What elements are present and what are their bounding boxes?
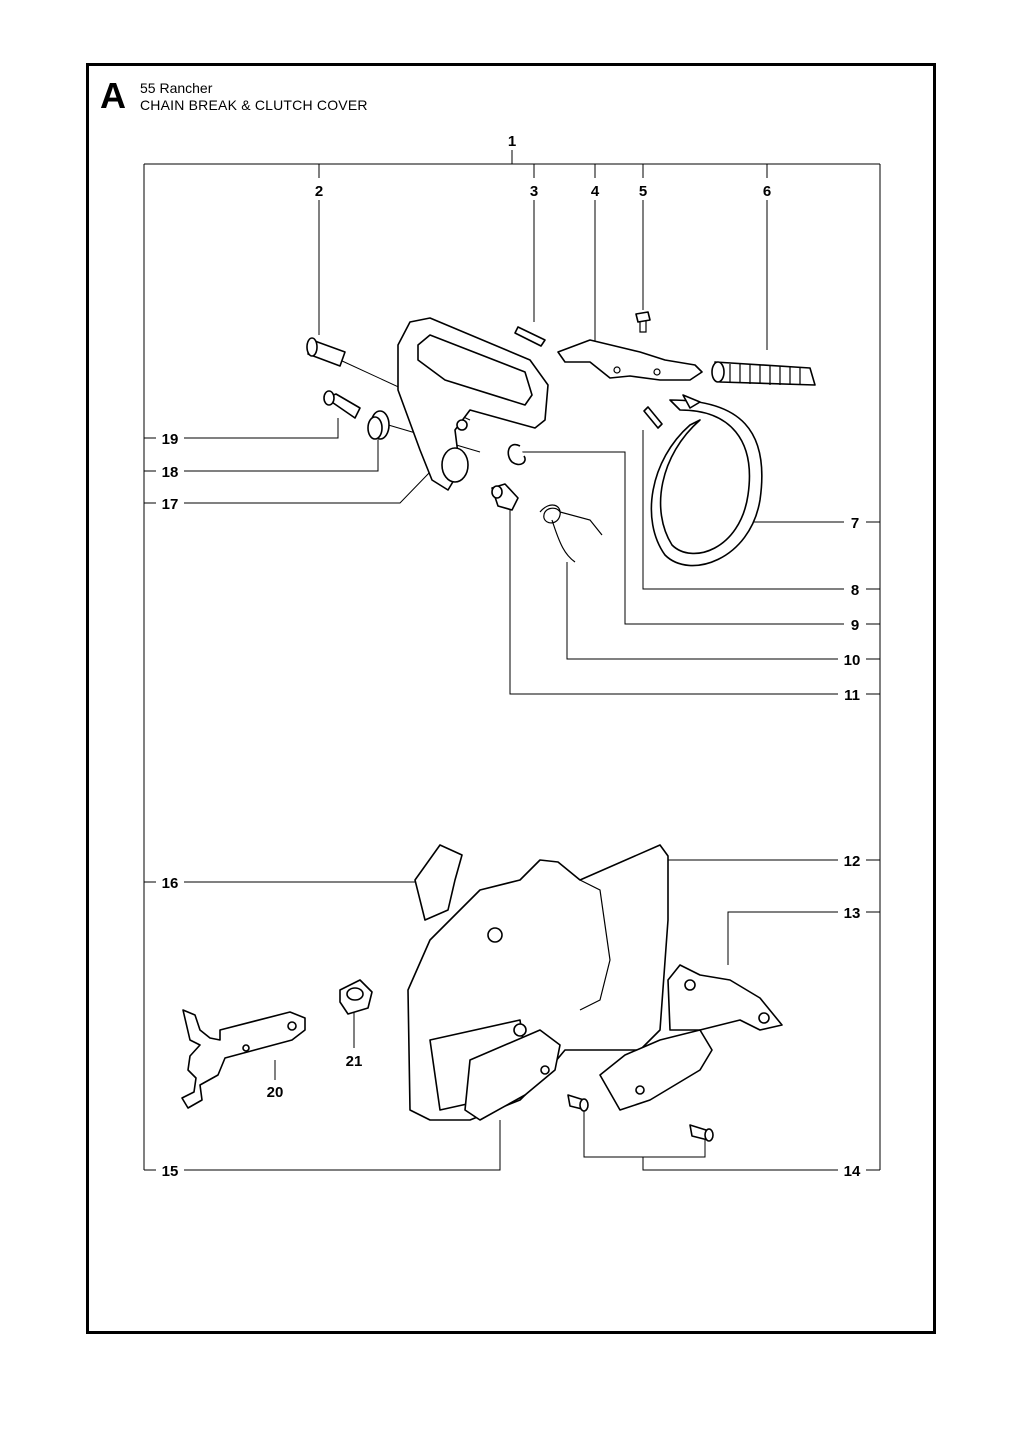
callout-9: 9 [851, 617, 859, 634]
callout-7: 7 [851, 515, 859, 532]
callout-4: 4 [591, 183, 600, 200]
callout-20: 20 [267, 1084, 284, 1101]
callout-3: 3 [530, 183, 538, 200]
guide-plate-icon [464, 1029, 561, 1121]
callout-13: 13 [844, 905, 861, 922]
diagram-frame [86, 63, 936, 1334]
callout-19: 19 [162, 431, 179, 448]
model-name: 55 Rancher [140, 80, 213, 96]
hand-guard-icon [397, 317, 549, 491]
cover-plate-icon [599, 1029, 713, 1111]
callout-16: 16 [162, 875, 179, 892]
callout-21: 21 [346, 1053, 363, 1070]
circlip-icon [507, 443, 526, 466]
callout-12: 12 [844, 853, 861, 870]
callout-17: 17 [162, 496, 179, 513]
chain-catcher-icon [667, 964, 783, 1031]
callout-labels: 1 2 3 4 5 6 7 8 9 10 11 12 13 14 15 16 1… [162, 133, 861, 1180]
callout-14: 14 [844, 1163, 861, 1180]
bushing-icon [491, 483, 519, 511]
brake-lever-icon [557, 339, 703, 381]
wrench-icon [181, 1009, 306, 1109]
pivot-sleeve-icon [306, 337, 346, 367]
callout-11: 11 [844, 687, 860, 704]
spring-cover-icon [711, 361, 816, 386]
assembly-bracket [143, 150, 881, 1170]
brake-band-icon [650, 394, 763, 567]
bolt-icon [323, 390, 361, 419]
chain-guide-icon [414, 844, 463, 921]
callout-8: 8 [851, 582, 859, 599]
cover-screw-right-icon [689, 1124, 714, 1142]
washer-icon [367, 410, 390, 440]
callout-1: 1 [508, 133, 516, 150]
callout-6: 6 [763, 183, 771, 200]
cover-screw-left-icon [567, 1094, 589, 1112]
callout-18: 18 [162, 464, 179, 481]
callout-15: 15 [162, 1163, 179, 1180]
screw-icon [635, 311, 651, 333]
callout-10: 10 [844, 652, 861, 669]
callout-2: 2 [315, 183, 323, 200]
diagram-title: CHAIN BREAK & CLUTCH COVER [140, 97, 368, 113]
section-letter: A [100, 75, 126, 116]
leader-lines [144, 200, 880, 1171]
band-pin-icon [643, 406, 663, 429]
torsion-spring-icon [539, 504, 603, 563]
callout-5: 5 [639, 183, 647, 200]
nut-icon [339, 979, 373, 1015]
pin-icon [514, 326, 546, 347]
